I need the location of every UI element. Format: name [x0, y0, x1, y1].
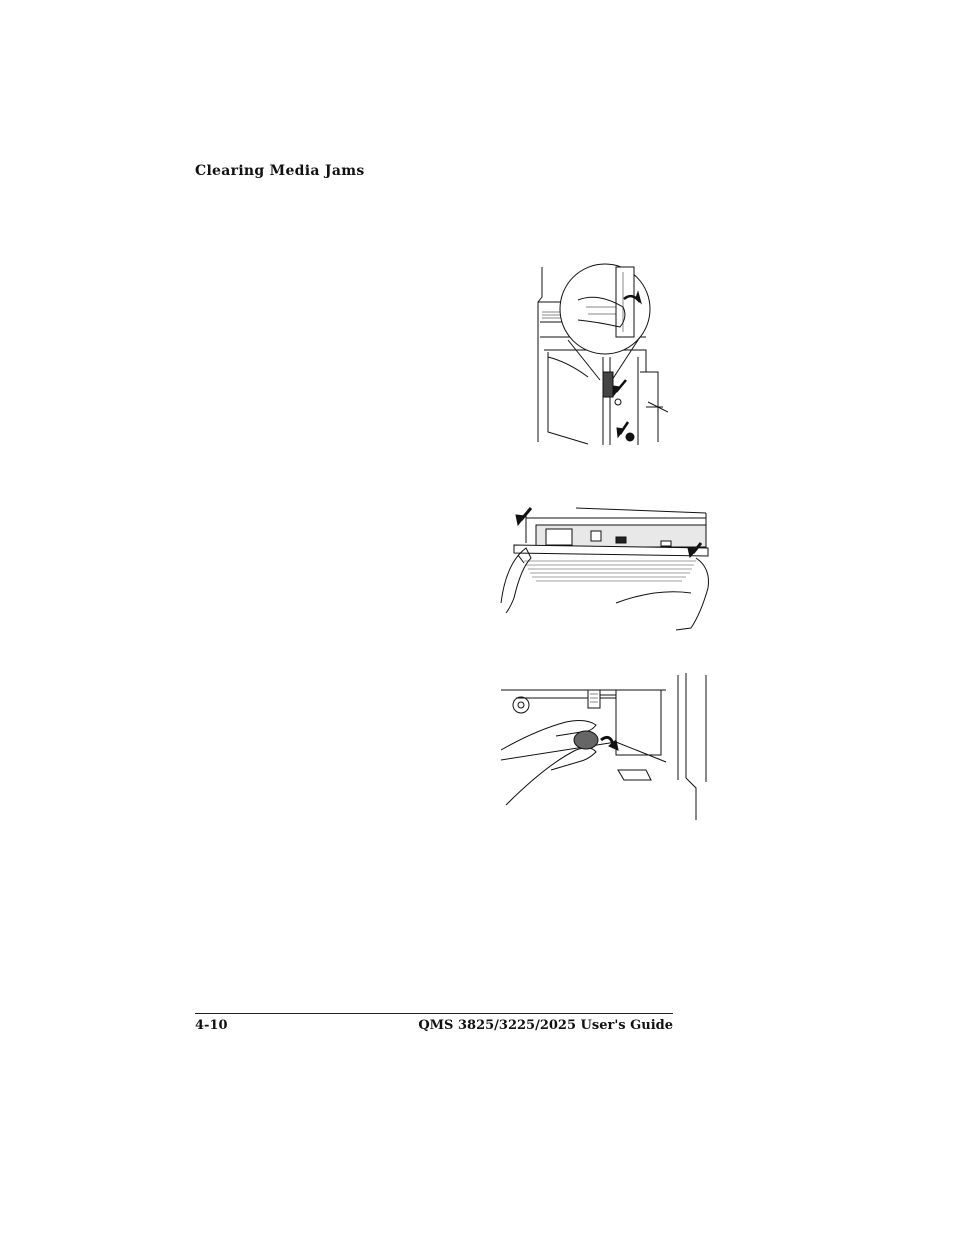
printer-front-panel-removal-illustration — [496, 503, 714, 633]
footer-divider — [195, 1013, 673, 1014]
printer-side-door-lever-illustration — [528, 262, 668, 447]
guide-title: QMS 3825/3225/2025 User's Guide — [418, 1018, 673, 1033]
printer-fuser-knob-turn-illustration — [496, 670, 714, 822]
page-number: 4-10 — [195, 1018, 228, 1033]
section-title: Clearing Media Jams — [195, 163, 365, 179]
